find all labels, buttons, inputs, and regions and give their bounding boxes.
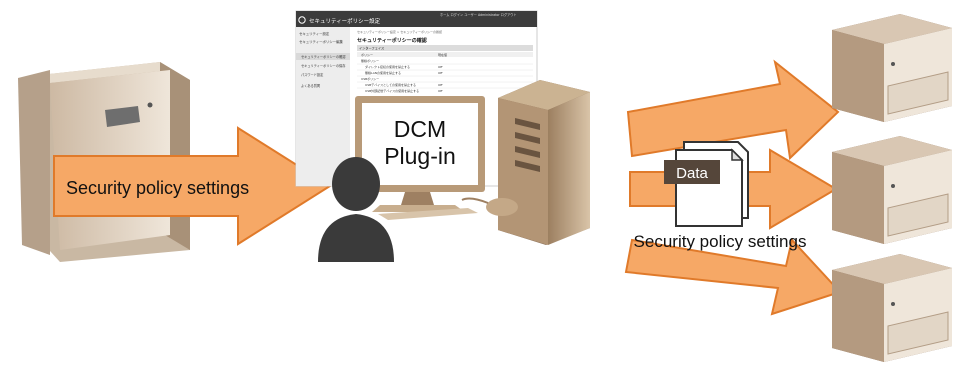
sidebar-item-check[interactable]: セキュリティーポリシーの確認 xyxy=(301,54,346,59)
data-badge xyxy=(664,160,720,184)
sidebar-item-faq[interactable]: よくある質問 xyxy=(301,83,320,88)
data-badge-label: Data xyxy=(676,165,708,182)
screen-section-header: インターフェイス xyxy=(359,46,384,51)
sidebar-item-save[interactable]: セキュリティーポリシーの保存 xyxy=(301,63,346,68)
screen-app-title: セキュリティーポリシー設定 xyxy=(309,17,381,25)
screen-sidebar xyxy=(296,27,350,186)
screen-page-title: セキュリティーポリシーの確認 xyxy=(357,37,427,44)
left-arrow-label: Security policy settings xyxy=(66,178,249,198)
screen-row-1-label: ダイレクト接続の使用を禁止する xyxy=(365,64,410,69)
screen-row-3-label: USBポリシー xyxy=(361,76,379,81)
plugin-label-line1: DCM xyxy=(394,116,446,142)
data-document-icon xyxy=(664,141,749,227)
screen-breadcrumb: セキュリティーポリシー設定 > セキュリティーポリシーの確認 xyxy=(357,29,442,34)
screen-header-links: ホーム ログイン ユーザー Administrator ログアウト xyxy=(440,12,517,17)
computer-icon xyxy=(355,80,590,245)
sidebar-item-security[interactable]: セキュリティー設定 xyxy=(299,31,330,36)
user-person-icon xyxy=(318,157,394,262)
screen-col-policy: ポリシー xyxy=(361,52,373,57)
screen-row-4-label: USBデバイスとしての使用を禁止する xyxy=(365,82,416,87)
sidebar-item-edit[interactable]: セキュリティーポリシー編集 xyxy=(299,39,343,44)
right-arrow-top xyxy=(626,59,840,161)
right-caption: Security policy settings xyxy=(634,232,807,251)
screen-row-0-label: 無線ポリシー xyxy=(361,58,379,63)
screen-row-5-value: Off xyxy=(438,89,443,93)
screen-col-value: 現在値 xyxy=(438,52,447,57)
right-arrow-bottom xyxy=(624,237,842,316)
target-printer-3-icon xyxy=(832,254,952,362)
screen-row-2-value: Off xyxy=(438,71,443,75)
left-arrow-shape xyxy=(53,126,332,246)
screen-row-4-value: Off xyxy=(438,83,443,87)
target-printer-1-icon xyxy=(832,14,952,122)
sidebar-item-password[interactable]: パスワード設定 xyxy=(301,72,324,77)
plugin-label-line2: Plug-in xyxy=(384,143,456,169)
screen-row-2-label: 無線LANの使用を禁止する xyxy=(365,70,401,75)
screen-row-1-value: Off xyxy=(438,65,443,69)
target-printer-2-icon xyxy=(832,136,952,244)
screen-row-5-label: USB外部記憶デバイスの使用を禁止する xyxy=(365,88,419,93)
